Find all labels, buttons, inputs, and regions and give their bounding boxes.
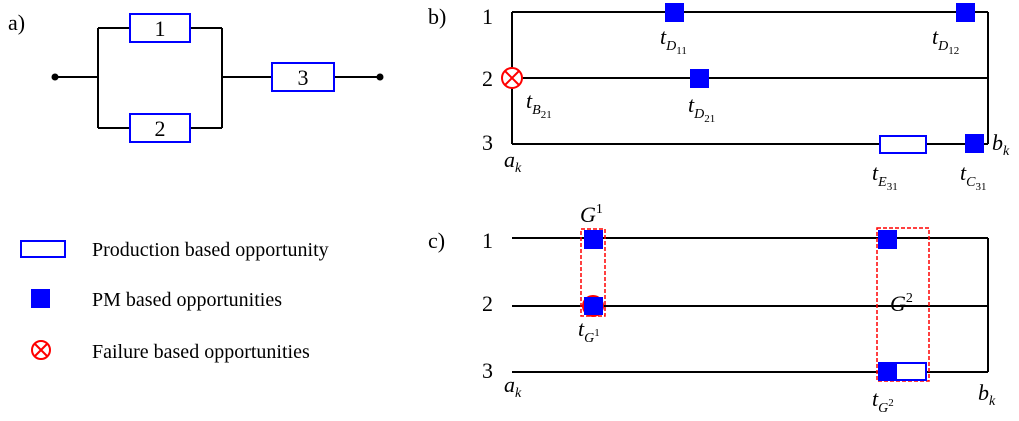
group-2-label: G2	[890, 291, 913, 316]
end-label-bk: bk	[992, 130, 1010, 159]
production-opportunity-icon	[879, 135, 927, 154]
panel-a: a) 1 2 3	[8, 10, 384, 143]
row-3-label: 3	[482, 358, 493, 383]
series-parallel-wiring	[55, 27, 380, 129]
pm-opportunity-icon	[584, 230, 603, 249]
row-2-label: 2	[482, 66, 493, 91]
row-3-label: 3	[482, 130, 493, 155]
output-terminal	[376, 73, 384, 81]
legend: Production based opportunity PM based op…	[20, 239, 329, 363]
pm-opportunity-icon	[584, 297, 603, 315]
pm-opportunity-icon	[956, 3, 975, 22]
pm-opportunity-icon	[690, 69, 709, 88]
event-label-t-b21: tB21	[526, 88, 552, 121]
row-1-label: 1	[482, 228, 493, 253]
pm-opportunity-icon	[878, 230, 897, 249]
component-2-box	[129, 113, 191, 143]
pm-opportunity-icon	[965, 134, 984, 153]
component-3-label: 3	[298, 65, 309, 90]
event-label-t-d21: tD21	[688, 92, 715, 125]
group-2-time-label: tG2	[872, 386, 894, 416]
production-opportunity-icon	[20, 240, 66, 258]
group-1-label: G1	[580, 202, 603, 227]
panel-a-tag: a)	[8, 10, 25, 35]
timeline-lines	[511, 11, 989, 145]
legend-label-failure: Failure based opportunities	[92, 341, 310, 363]
failure-opportunity-icon	[501, 67, 523, 89]
component-1-label: 1	[155, 16, 166, 41]
pm-opportunity-icon	[31, 289, 50, 308]
event-label-t-c31: tC31	[960, 160, 986, 193]
component-2-label: 2	[155, 116, 166, 141]
event-label-t-d11: tD11	[660, 24, 687, 57]
failure-opportunity-icon	[31, 340, 51, 360]
input-terminal	[51, 73, 59, 81]
pm-opportunity-icon	[665, 3, 684, 22]
start-label-ak: ak	[504, 147, 522, 176]
component-1-box	[129, 13, 191, 43]
panel-b-tag: b)	[428, 4, 446, 29]
component-3-box	[271, 62, 335, 92]
legend-label-pm: PM based opportunities	[92, 289, 282, 311]
legend-label-production: Production based opportunity	[92, 239, 329, 261]
event-label-t-d12: tD12	[932, 24, 959, 57]
row-1-label: 1	[482, 4, 493, 29]
start-label-ak: ak	[504, 372, 522, 401]
group-1-time-label: tG1	[578, 316, 600, 346]
end-label-bk: bk	[978, 380, 996, 409]
event-label-t-e31: tE31	[872, 160, 898, 193]
pm-opportunity-icon	[878, 362, 897, 381]
panel-b: b) 1 2 3 tD11 tD12 tB21 tD21 tE31 tC31	[428, 3, 1010, 193]
panel-c-tag: c)	[428, 228, 445, 253]
panel-c: c) 1 2 3 G1 tG1 G2 tG2 ak bk	[428, 202, 996, 416]
row-2-label: 2	[482, 291, 493, 316]
